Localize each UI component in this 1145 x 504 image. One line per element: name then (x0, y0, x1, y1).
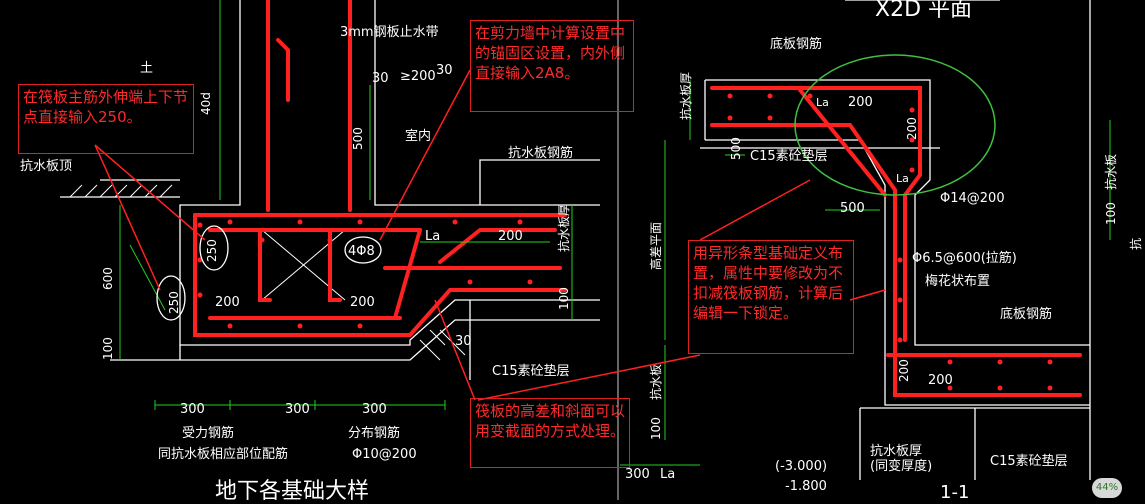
label-la-b: La (896, 172, 909, 185)
label-d200a: 200 (498, 229, 523, 244)
label-anti-thick: 抗水板厚 (678, 72, 693, 120)
label-c15: C15素砼垫层 (750, 148, 828, 164)
label-d250b: 250 (167, 291, 181, 314)
concrete-outline (60, 0, 600, 380)
note-height-diff: 筏板的高差和斜面可以用变截面的方式处理。 (470, 398, 630, 468)
label-d200d: 200 (928, 373, 953, 388)
label-d200c: 200 (350, 295, 375, 310)
label-la-a: La (816, 96, 829, 109)
rebars-right (710, 86, 1082, 397)
label-d200a: 200 (848, 95, 873, 110)
label-bar14: Φ14@200 (940, 191, 1005, 206)
label-d300b: 300 (285, 402, 310, 417)
label-elev2: -1.800 (785, 479, 827, 494)
label-same-change: (同变厚度) (870, 458, 932, 474)
label-same-bar: 同抗水板相应部位配筋 (158, 446, 288, 462)
note-raft-extension: 在筏板主筋外伸端上下节点直接输入250。 (18, 84, 194, 154)
label-thick: 抗水板厚 (556, 204, 571, 252)
label-right-thick: 抗 (1128, 238, 1143, 250)
right-detail: X2D 平面 底板钢筋 200 La La C15素砼垫层 500 Φ14@20… (620, 0, 1143, 503)
left-detail: 土 3mm钢板止水带 30 ≥200 30 室内 抗水板钢筋 抗水板顶 4Φ8 … (20, 0, 600, 504)
label-anti-slab: 抗水板钢筋 (508, 145, 573, 161)
focus-ellipse (794, 54, 996, 196)
label-dist-val: Φ10@200 (352, 447, 417, 462)
zoom-indicator[interactable]: 44% (1092, 478, 1122, 498)
label-d250a: 250 (205, 239, 219, 262)
label-top-soil: 土 (140, 61, 153, 76)
label-d300: 300 (625, 467, 650, 482)
label-d300a: 300 (180, 402, 205, 417)
note-special-strip: 用异形条型基础定义布置，属性中要修改为不扣减筏板钢筋，计算后编辑一下锁定。 (688, 240, 854, 354)
label-steel-stop: 3mm钢板止水带 (340, 25, 439, 40)
label-d600: 600 (101, 267, 115, 290)
cross-mark (261, 229, 346, 301)
label-d40: 40d (199, 92, 213, 115)
note-shear-wall: 在剪力墙中计算设置中的锚固区设置，内外侧直接输入2A8。 (470, 20, 634, 112)
label-bar4: 4Φ8 (348, 244, 375, 259)
rebars-left (193, 0, 567, 337)
label-d500a: 500 (729, 137, 743, 160)
label-d200b: 200 (215, 295, 240, 310)
label-bar65: Φ6.5@600(拉筋) (912, 250, 1017, 266)
label-anti-thick2: 抗水板厚 (870, 444, 922, 459)
label-d100: 100 (649, 417, 663, 440)
dims-left (119, 0, 573, 410)
label-d500: 500 (351, 127, 365, 150)
label-c15: C15素砼垫层 (492, 363, 570, 379)
label-la: La (425, 229, 440, 244)
label-d200c: 200 (897, 359, 911, 382)
label-la-c: La (660, 467, 675, 482)
label-d300c: 300 (362, 402, 387, 417)
label-right-d100: 100 (1104, 202, 1118, 225)
highlight-ellipses (156, 225, 382, 321)
label-elev: 高差平面 (648, 222, 663, 270)
rebar-dots-left (197, 219, 533, 329)
label-anti-top: 抗水板顶 (20, 159, 72, 174)
label-d30c: 30 (455, 334, 472, 349)
label-elev1: (-3.000) (775, 459, 827, 474)
label-d11: 1-1 (940, 482, 969, 500)
label-d30b: 30 (436, 63, 453, 78)
label-d200b: 200 (905, 117, 919, 140)
label-indoor: 室内 (405, 128, 431, 144)
right-outline (700, 0, 1091, 480)
label-anti-water: 抗水板 (648, 364, 663, 400)
dims-right (620, 80, 1111, 466)
rebar-dots-right (727, 93, 1053, 391)
label-d30a: 30 (372, 71, 389, 86)
label-c15b: C15素砼垫层 (990, 453, 1068, 469)
label-title: X2D 平面 (875, 0, 972, 22)
note-leaders (94, 69, 886, 401)
label-bottom-slab: 底板钢筋 (770, 36, 822, 52)
label-plum: 梅花状布置 (925, 273, 990, 289)
label-d500b: 500 (840, 201, 865, 216)
label-bottom-title: 地下各基础大样 (215, 479, 369, 500)
label-d100b: 100 (557, 287, 571, 310)
label-right-anti: 抗水板 (1103, 154, 1118, 190)
label-d200: ≥200 (400, 69, 436, 84)
label-d100a: 100 (101, 337, 115, 360)
label-bottom-slab2: 底板钢筋 (1000, 306, 1052, 322)
label-main-bar: 受力钢筋 (182, 425, 234, 441)
label-dist-bar: 分布钢筋 (348, 425, 400, 441)
